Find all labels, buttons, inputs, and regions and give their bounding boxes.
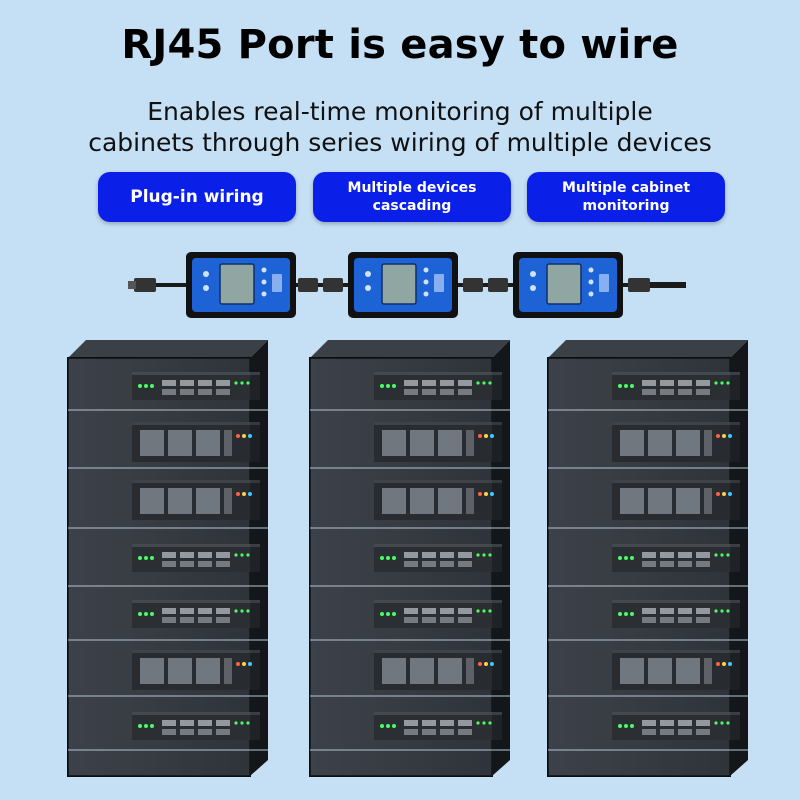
rj45-connector-icon <box>128 278 686 292</box>
feature-label-line2: monitoring <box>582 198 670 214</box>
server-rack-icon <box>68 340 268 776</box>
feature-label-line1: Multiple devices <box>347 180 477 196</box>
monitoring-device-icon <box>186 252 296 318</box>
monitoring-device-icon <box>513 252 623 318</box>
feature-label-line2: cascading <box>372 198 452 214</box>
feature-plug-in-wiring: Plug-in wiring <box>98 172 296 222</box>
server-racks-illustration <box>0 330 800 800</box>
feature-multiple-cabinet-monitoring: Multiple cabinet monitoring <box>527 172 725 222</box>
subtitle-line-2: cabinets through series wiring of multip… <box>88 128 712 157</box>
server-rack-icon <box>310 340 510 776</box>
device-chain-illustration <box>128 252 686 318</box>
subtitle-line-1: Enables real-time monitoring of multiple <box>147 97 653 126</box>
feature-label-line1: Multiple cabinet <box>561 180 691 196</box>
monitoring-device-icon <box>348 252 458 318</box>
server-rack-icon <box>548 340 748 776</box>
page-subtitle: Enables real-time monitoring of multiple… <box>0 96 800 158</box>
feature-label: Plug-in wiring <box>130 187 264 207</box>
page-title: RJ45 Port is easy to wire <box>121 22 679 68</box>
feature-multiple-devices-cascading: Multiple devices cascading <box>313 172 511 222</box>
